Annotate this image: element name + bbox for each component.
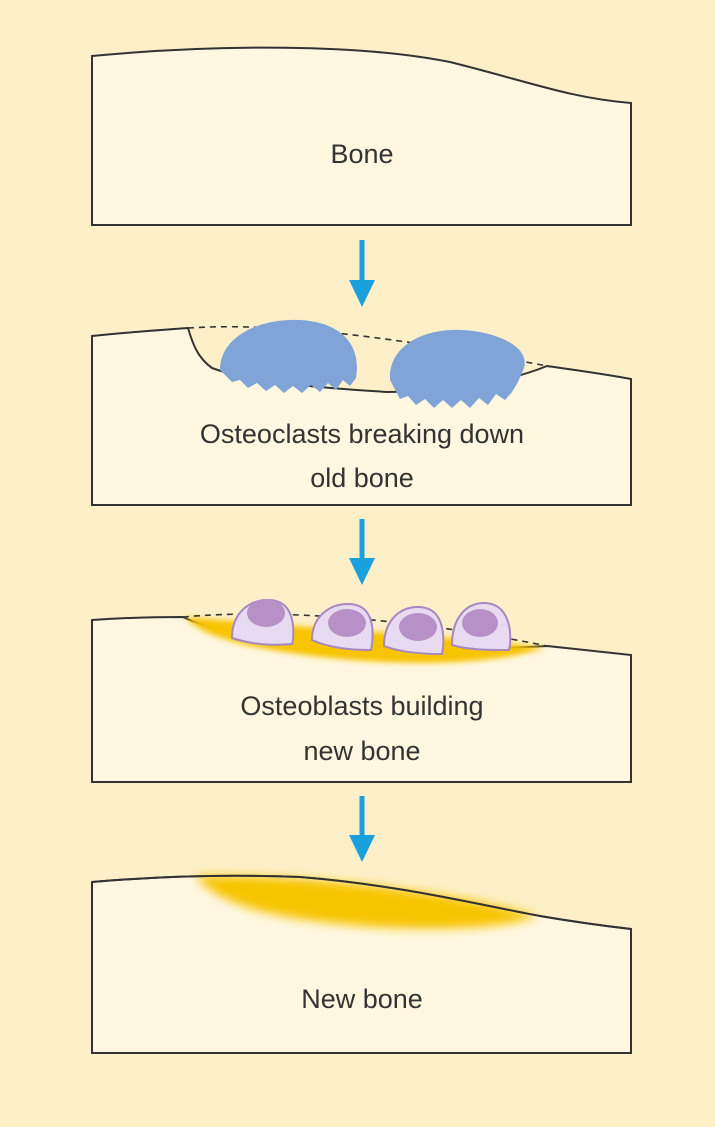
panel-osteoclasts: Osteoclasts breaking down old bone [91,319,632,506]
bone-block-resorbed [91,326,632,506]
osteoclast-cell [389,329,525,408]
arrow-down-icon [349,519,375,585]
original-bone-surface [187,325,548,367]
panel-new-bone: New bone [91,874,632,1054]
bone-block [91,46,632,226]
panel-label: New bone [301,984,423,1014]
panel-label: old bone [310,463,414,493]
panel-bone: Bone [91,46,632,226]
osteoblast-cell [450,601,512,652]
osteoblast-cell [310,602,374,652]
panel-label: Osteoclasts breaking down [200,419,524,449]
arrow-down-icon [349,796,375,862]
osteoblast-cell [230,598,295,646]
panel-osteoblasts: Osteoblasts building new bone [91,598,632,783]
panel-label: new bone [303,736,420,766]
panel-label: Bone [330,139,393,169]
new-bone-region [195,875,538,929]
bone-surface [91,874,632,930]
arrow-down-icon [349,240,375,307]
osteoclast-cell [220,319,357,393]
panel-label: Osteoblasts building [240,691,483,721]
osteoblast-cell [382,605,445,656]
